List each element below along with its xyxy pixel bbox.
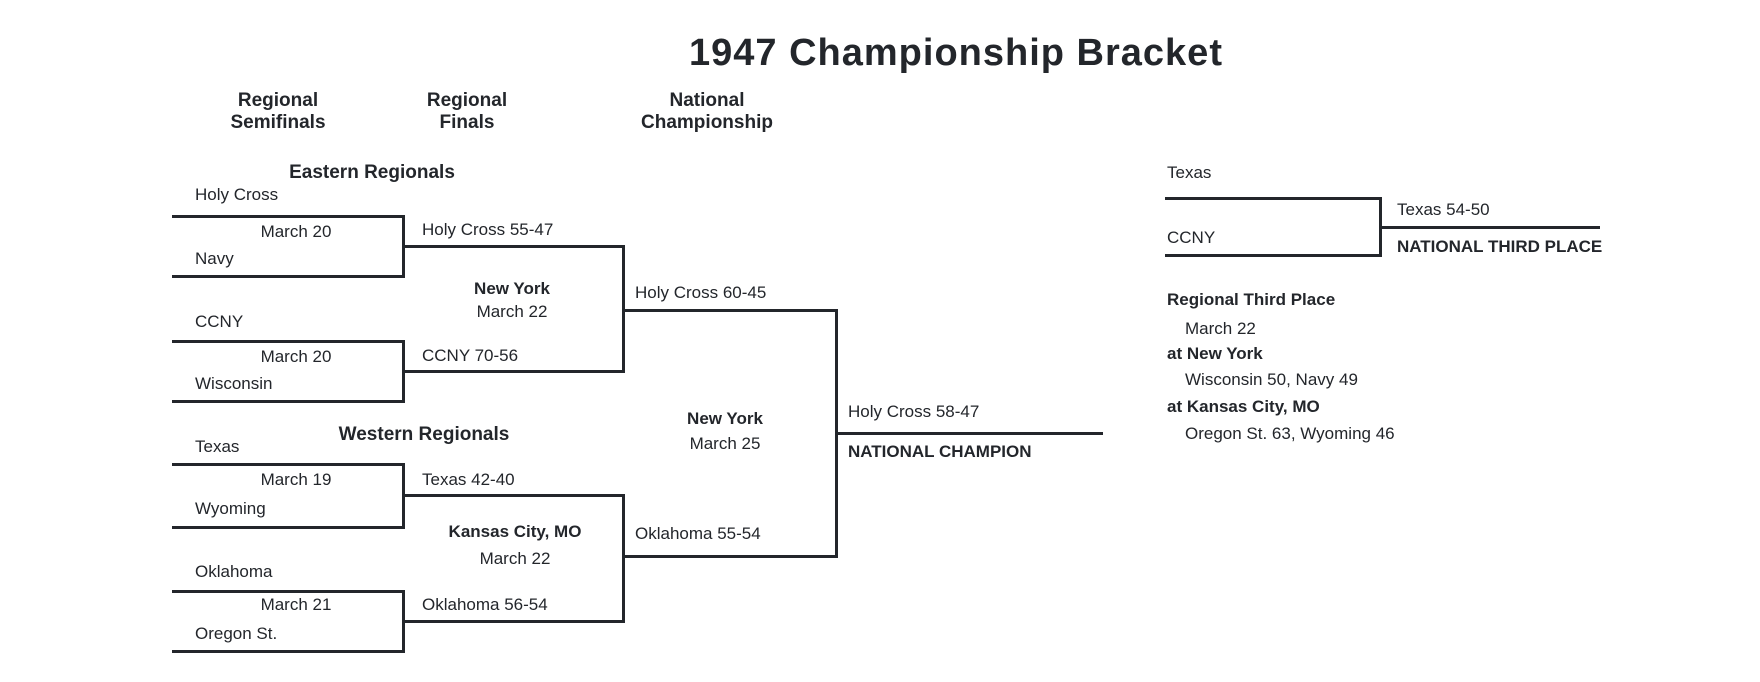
- western-sf1-winner-line: [402, 494, 625, 497]
- eastern-sf2-winner: CCNY 70-56: [422, 346, 519, 365]
- western-sf2-bottom-line: [172, 650, 405, 653]
- championship-site: New York: [687, 409, 763, 428]
- regional-third-place-date: March 22: [1185, 319, 1256, 338]
- third-place-winner: Texas 54-50: [1397, 200, 1490, 219]
- western-final-date: March 22: [479, 549, 551, 568]
- western-sf1-team2: Wyoming: [195, 499, 266, 518]
- eastern-final-winner: Holy Cross 60-45: [635, 283, 767, 302]
- eastern-final-winner-line: [622, 309, 838, 312]
- champion-line: [835, 432, 1103, 435]
- eastern-sf2-bottom-line: [172, 400, 405, 403]
- western-regionals-header: Western Regionals: [338, 424, 510, 445]
- round-header-national-championship: National Championship: [641, 90, 773, 134]
- eastern-sf2-team1: CCNY: [195, 312, 244, 331]
- western-sf1-winner: Texas 42-40: [422, 470, 515, 489]
- third-place-team2: CCNY: [1167, 228, 1216, 247]
- eastern-sf2-winner-line: [402, 370, 625, 373]
- page-title: 1947 Championship Bracket: [689, 32, 1223, 74]
- round-header-line: Regional: [237, 90, 319, 111]
- eastern-sf1-date: March 20: [260, 222, 332, 241]
- western-sf2-top-line: [172, 590, 405, 593]
- western-final-winner: Oklahoma 55-54: [635, 524, 761, 543]
- eastern-sf1-top-line: [172, 215, 405, 218]
- western-sf2-winner: Oklahoma 56-54: [422, 595, 548, 614]
- regional-third-place-site2: at Kansas City, MO: [1167, 397, 1320, 416]
- round-header-line: Semifinals: [230, 112, 326, 134]
- third-place-team1: Texas: [1167, 163, 1212, 182]
- round-header-line: Regional: [426, 90, 508, 111]
- eastern-final-site: New York: [474, 279, 550, 298]
- championship-date: March 25: [689, 434, 761, 453]
- western-sf2-team1: Oklahoma: [195, 562, 273, 581]
- third-place-top-line: [1165, 197, 1382, 200]
- eastern-sf1-bottom-line: [172, 275, 405, 278]
- western-final-winner-line: [622, 555, 838, 558]
- western-sf1-top-line: [172, 463, 405, 466]
- western-sf1-team1: Texas: [195, 437, 240, 456]
- eastern-sf1-team1: Holy Cross: [195, 185, 279, 204]
- third-place-bottom-line: [1165, 254, 1382, 257]
- eastern-sf2-team2: Wisconsin: [195, 374, 273, 393]
- western-final-connector-line: [622, 494, 625, 623]
- regional-third-place-result1: Wisconsin 50, Navy 49: [1185, 370, 1358, 389]
- round-header-line: National: [669, 90, 745, 111]
- eastern-sf1-winner: Holy Cross 55-47: [422, 220, 554, 239]
- western-sf1-bottom-line: [172, 526, 405, 529]
- round-header-line: Finals: [439, 112, 495, 134]
- eastern-final-date: March 22: [476, 302, 548, 321]
- western-sf2-date: March 21: [260, 595, 332, 614]
- round-header-line: Championship: [641, 112, 773, 134]
- regional-third-place-result2: Oregon St. 63, Wyoming 46: [1185, 424, 1395, 443]
- western-final-site: Kansas City, MO: [448, 522, 582, 541]
- western-sf1-date: March 19: [260, 470, 332, 489]
- eastern-sf1-winner-line: [402, 245, 625, 248]
- regional-third-place-header: Regional Third Place: [1167, 290, 1336, 309]
- eastern-regionals-header: Eastern Regionals: [289, 162, 455, 183]
- national-champion-label: NATIONAL CHAMPION: [848, 442, 1032, 461]
- eastern-sf2-top-line: [172, 340, 405, 343]
- western-sf2-winner-line: [402, 620, 625, 623]
- round-header-regional-semifinals: Regional Semifinals: [230, 90, 325, 134]
- eastern-sf2-date: March 20: [260, 347, 332, 366]
- round-header-regional-finals: Regional Finals: [427, 90, 507, 134]
- third-place-winner-line: [1379, 226, 1600, 229]
- western-sf2-team2: Oregon St.: [195, 624, 278, 643]
- national-third-place-label: NATIONAL THIRD PLACE: [1397, 237, 1603, 256]
- regional-third-place-site1: at New York: [1167, 344, 1263, 363]
- eastern-sf1-team2: Navy: [195, 249, 234, 268]
- championship-winner: Holy Cross 58-47: [848, 402, 980, 421]
